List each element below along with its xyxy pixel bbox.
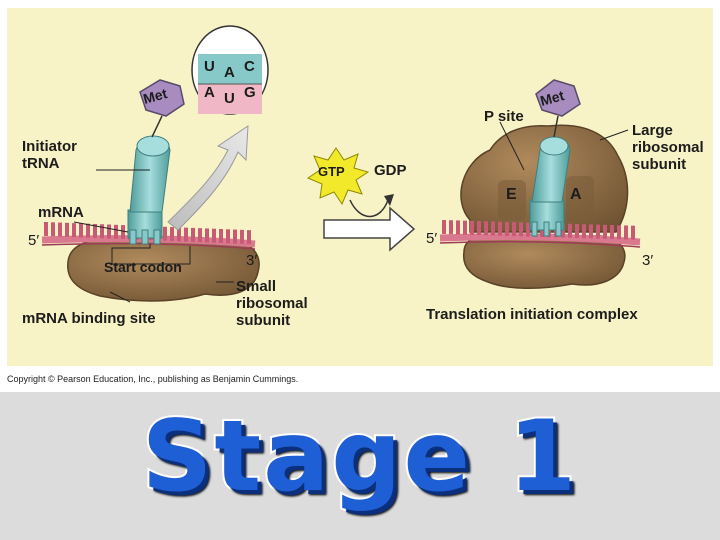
label-initiator-trna: Initiator tRNA (22, 138, 77, 172)
anticodon-base-3: C (244, 58, 255, 75)
label-5prime-left: 5′ (28, 232, 40, 249)
stage-title: Stage 1 (140, 398, 579, 516)
met-hexagon-right (535, 79, 581, 117)
met-hexagon-left (139, 79, 185, 117)
title-band (0, 392, 720, 540)
codon-base-1: A (204, 84, 215, 101)
label-5prime-right: 5′ (426, 230, 438, 247)
anticodon-base-2: A (224, 64, 235, 81)
codon-base-2: U (224, 90, 235, 107)
label-large-subunit: Large ribosomal subunit (632, 122, 704, 173)
label-start-codon: Start codon (104, 259, 182, 275)
label-mrna-left: mRNA (38, 204, 84, 221)
gtp-gdp-arrow (349, 199, 389, 218)
leader-lines (73, 121, 629, 303)
label-3prime-left: 3′ (246, 252, 258, 269)
label-gdp: GDP (374, 162, 407, 179)
small-subunit-right (462, 234, 626, 289)
e-site-pocket (498, 180, 526, 220)
label-small-subunit: Small ribosomal subunit (236, 278, 308, 329)
initiator-trna (127, 135, 171, 245)
label-gtp: GTP (318, 164, 345, 179)
process-arrow (323, 206, 416, 252)
copyright-strip (0, 366, 720, 392)
label-mrna-binding-site: mRNA binding site (22, 310, 156, 327)
label-p-site: P site (484, 108, 524, 125)
a-site-pocket (566, 176, 594, 222)
zoom-arrow (167, 125, 249, 231)
label-3prime-right: 3′ (642, 252, 654, 269)
codon-base-3: G (244, 84, 256, 101)
codon-zoom-bubble (191, 25, 269, 115)
label-translation-initiation-complex: Translation initiation complex (426, 306, 638, 323)
gtp-starburst (306, 147, 370, 206)
label-a-site: A (570, 186, 582, 203)
copyright-notice: Copyright © Pearson Education, Inc., pub… (7, 374, 299, 384)
trna-p-site (529, 136, 571, 237)
translation-diagram (41, 25, 641, 303)
label-e-site: E (506, 186, 517, 203)
anticodon-base-1: U (204, 58, 215, 75)
